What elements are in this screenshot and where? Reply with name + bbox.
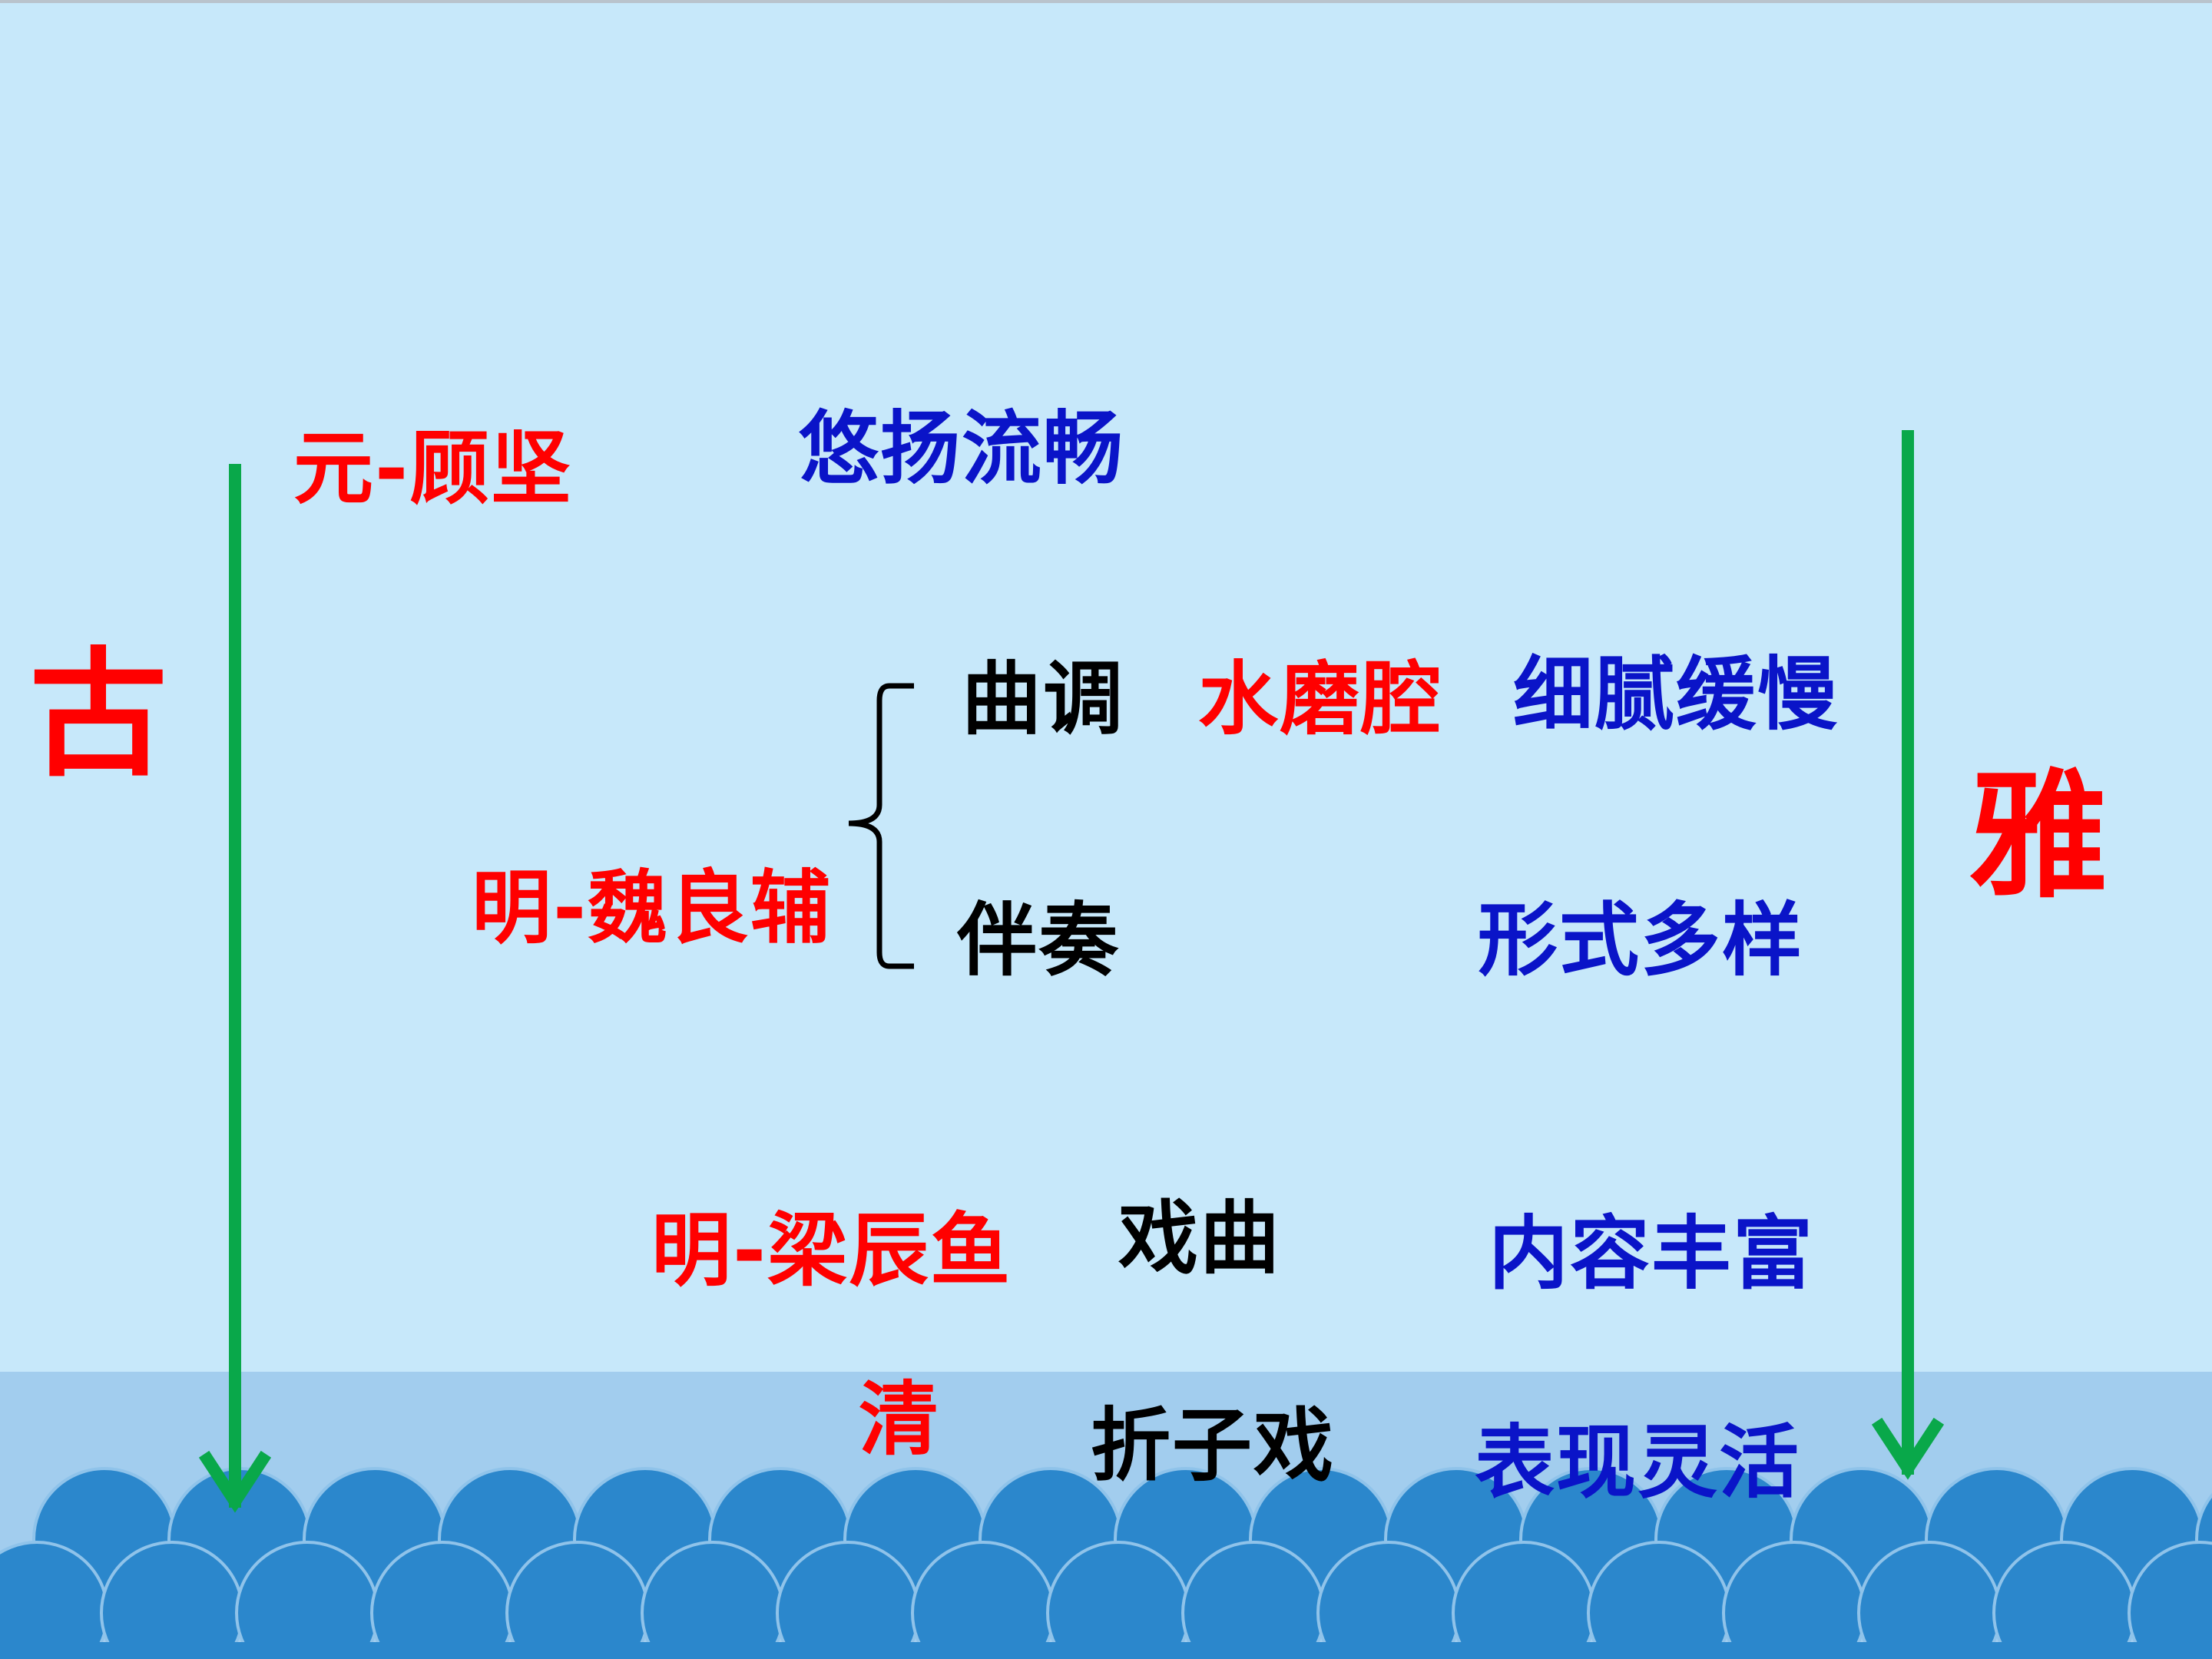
brace-icon	[848, 683, 914, 969]
era-ming-liang-chenyu: 明-梁辰鱼	[651, 1204, 1012, 1297]
aspect-qudiao: 曲调	[962, 652, 1125, 746]
left-down-arrow	[198, 464, 272, 1513]
left-label-gu: 古	[29, 635, 168, 796]
desc-xingshi-duoyang: 形式多样	[1478, 893, 1804, 987]
aspect-shuimoqiang: 水磨腔	[1198, 652, 1443, 746]
top-border	[0, 0, 2212, 3]
desc-neirong-fengfu: 内容丰富	[1488, 1207, 1815, 1300]
aspect-xiqu: 戏曲	[1118, 1191, 1282, 1285]
wave-base	[0, 1642, 2212, 1659]
desc-youyang-liuchang: 悠扬流畅	[799, 402, 1125, 495]
era-qing: 清	[859, 1373, 941, 1466]
wave-decoration	[0, 1467, 2212, 1659]
aspect-zhezixi: 折子戏	[1091, 1399, 1336, 1492]
era-yuan-gu-jian: 元-顾坚	[293, 422, 573, 515]
right-down-arrow	[1871, 430, 1945, 1480]
aspect-banzou: 伴奏	[957, 893, 1121, 987]
era-ming-wei-liangfu: 明-魏良辅	[472, 861, 833, 955]
desc-xini-huanman: 细腻缓慢	[1513, 647, 1839, 741]
desc-biaoxian-linghuo: 表现灵活	[1475, 1416, 1801, 1509]
wave-arc	[2128, 1541, 2212, 1659]
right-label-ya: 雅	[1969, 757, 2108, 917]
